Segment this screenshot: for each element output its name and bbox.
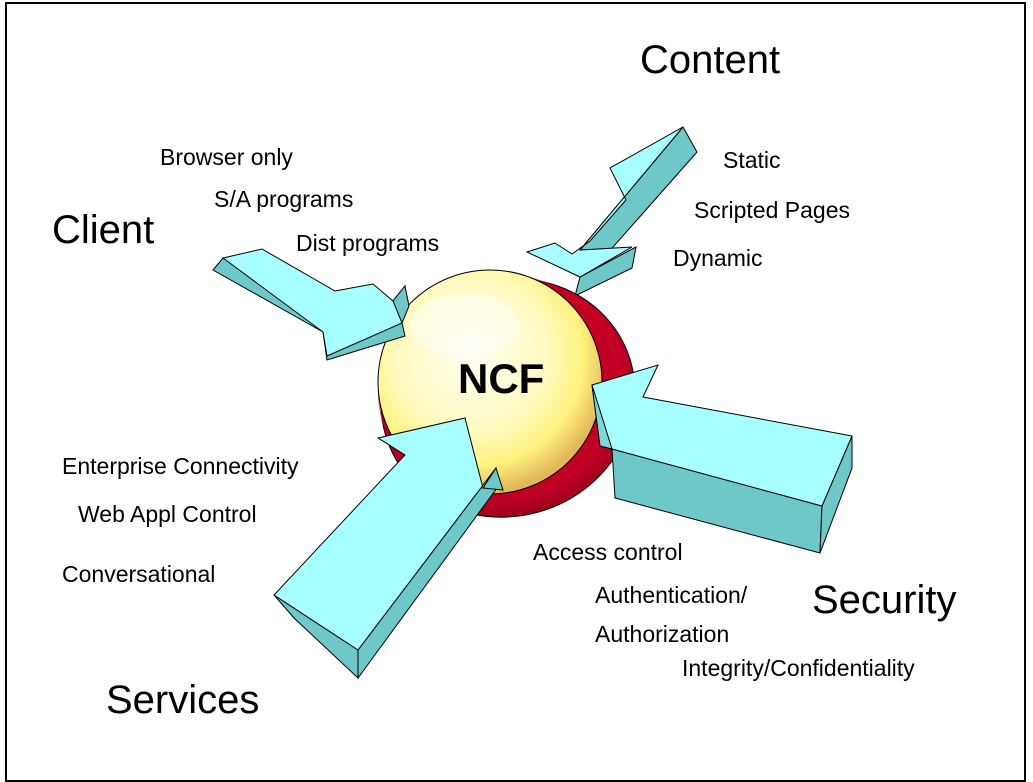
content-item: Scripted Pages: [694, 197, 850, 223]
services-item: Enterprise Connectivity: [62, 453, 299, 479]
services-arrow: [273, 417, 504, 680]
services-title: Services: [106, 678, 260, 722]
security-item: Integrity/Confidentiality: [682, 655, 915, 681]
content-item: Dynamic: [673, 245, 763, 271]
security-item: Authorization: [595, 621, 730, 647]
services-item: Web Appl Control: [78, 501, 257, 527]
security-arrow: [591, 364, 853, 554]
client-item: S/A programs: [214, 186, 354, 212]
content-item: Static: [723, 147, 781, 173]
security-item: Authentication/: [595, 582, 748, 608]
client-title: Client: [52, 208, 155, 252]
security-title: Security: [812, 578, 957, 622]
client-item: Dist programs: [296, 230, 440, 256]
ncf-label: NCF: [458, 355, 545, 402]
content-title: Content: [640, 38, 781, 82]
content-arrow: [525, 126, 698, 297]
services-item: Conversational: [62, 561, 216, 587]
client-arrow: [212, 248, 410, 361]
security-item: Access control: [533, 539, 683, 565]
client-item: Browser only: [160, 144, 293, 170]
